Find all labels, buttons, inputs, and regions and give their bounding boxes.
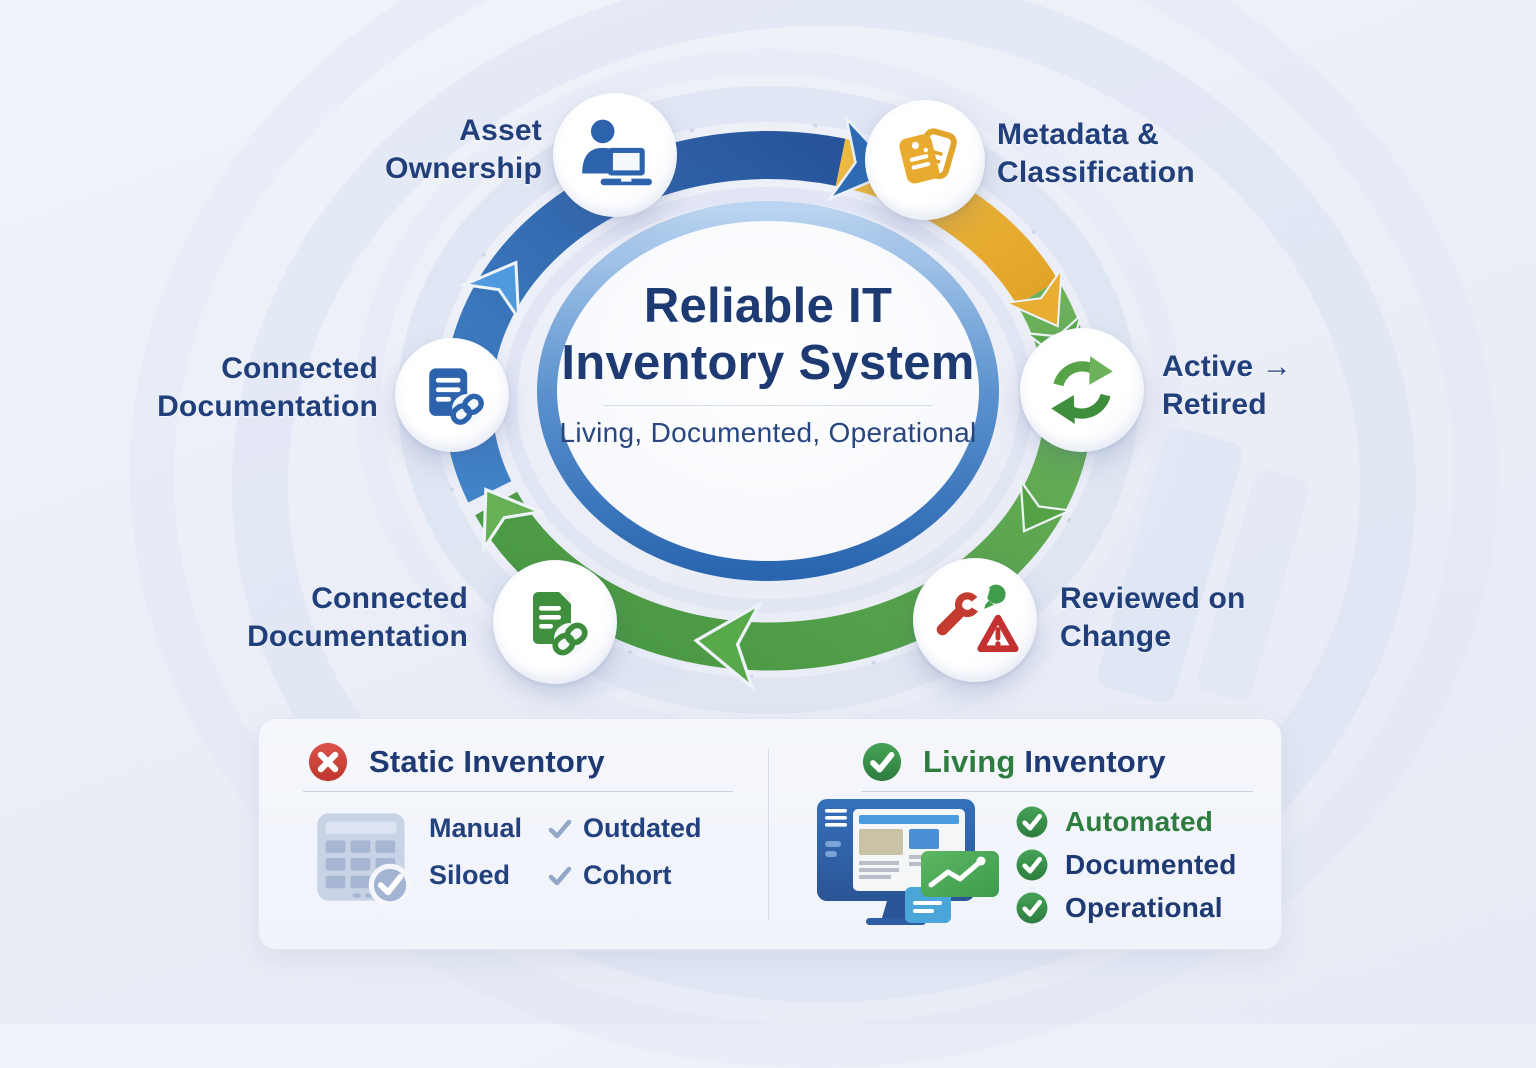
- node-connected-documentation-bottom: [493, 560, 617, 684]
- static-inventory-section: Static Inventory: [259, 719, 768, 949]
- node-metadata-classification: [865, 100, 985, 220]
- tags-icon: [899, 128, 957, 184]
- panel-divider: [768, 749, 769, 921]
- living-inventory-section: Living Inventory: [769, 719, 1281, 949]
- list-item: Operational: [1015, 891, 1237, 925]
- label-active-retired: Active → Retired: [1162, 350, 1292, 421]
- living-inventory-title: Living Inventory: [923, 744, 1166, 779]
- section-divider: [861, 791, 1253, 792]
- label-asset-ownership: Asset Ownership: [385, 114, 542, 185]
- monitor-dashboard-icon: [809, 795, 1009, 935]
- wrench-alert-icon: [936, 584, 1019, 653]
- label-reviewed-on-change: Reviewed on Change: [1060, 582, 1246, 653]
- list-item: Documented: [1015, 848, 1237, 882]
- check-circle-icon: [862, 742, 902, 782]
- center-disc: [537, 201, 999, 581]
- living-inventory-items: Automated Documented Operational: [1015, 805, 1237, 925]
- refresh-cycle-icon: [1051, 356, 1113, 424]
- spreadsheet-grid-icon: [311, 805, 415, 914]
- page-title-line2: Inventory System: [561, 336, 975, 390]
- list-item: Siloed: [429, 860, 511, 890]
- page-title-line1: Reliable IT: [643, 279, 893, 333]
- list-item: Cohort: [547, 860, 702, 891]
- static-inventory-items: Manual Outdated Siloed Cohort: [429, 805, 702, 899]
- check-icon: [547, 863, 573, 889]
- check-circle-icon: [1016, 806, 1048, 838]
- user-laptop-icon: [582, 119, 652, 186]
- comparison-panel: Static Inventory: [258, 718, 1282, 950]
- infographic-canvas: Reliable IT Inventory System Living, Doc…: [130, 0, 1498, 1068]
- static-inventory-title: Static Inventory: [369, 744, 605, 779]
- center-title-block: Reliable IT Inventory System Living, Doc…: [558, 278, 978, 449]
- label-connected-documentation-left: Connected Documentation: [157, 352, 378, 423]
- check-circle-icon: [1016, 892, 1048, 924]
- label-metadata-classification: Metadata & Classification: [997, 118, 1195, 189]
- node-reviewed-on-change: [913, 558, 1037, 682]
- node-active-retired: [1020, 328, 1144, 452]
- living-inventory-header: Living Inventory: [861, 741, 1166, 783]
- document-link-green-icon: [533, 592, 588, 656]
- check-icon: [547, 816, 573, 842]
- title-divider: [603, 405, 933, 406]
- list-item: Outdated: [547, 813, 702, 844]
- list-item: Manual: [429, 813, 523, 843]
- label-connected-documentation-bottom: Connected Documentation: [247, 582, 468, 653]
- node-connected-documentation-left: [395, 338, 509, 452]
- static-inventory-header: Static Inventory: [307, 741, 605, 783]
- page-subtitle: Living, Documented, Operational: [559, 417, 977, 448]
- section-divider: [303, 791, 733, 792]
- document-link-blue-icon: [429, 368, 484, 425]
- list-item: Automated: [1015, 805, 1237, 839]
- x-circle-icon: [308, 742, 348, 782]
- node-asset-ownership: [553, 93, 677, 217]
- check-circle-icon: [1016, 849, 1048, 881]
